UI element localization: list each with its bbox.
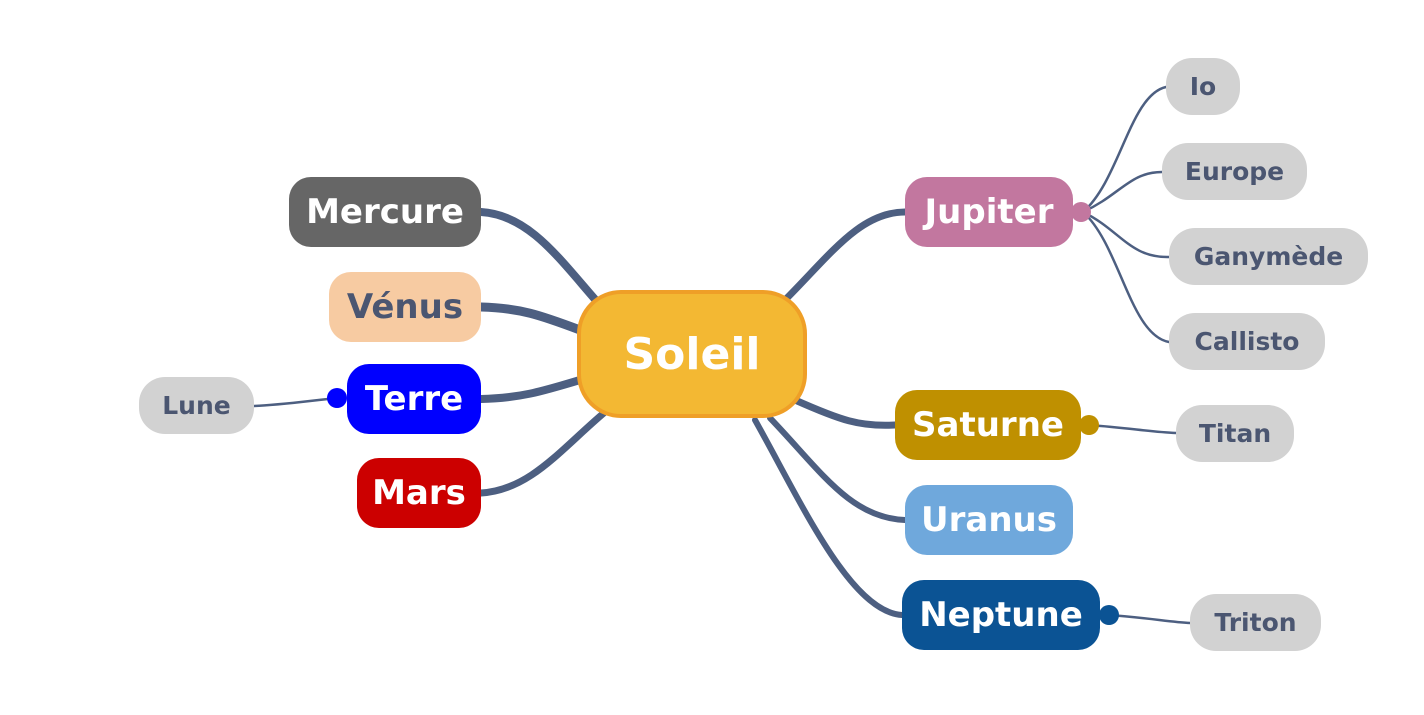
moon-node-lune[interactable]: Lune (139, 377, 254, 434)
connector-terre (477, 376, 584, 403)
planet-node-neptune[interactable]: Neptune (902, 580, 1100, 650)
moon-node-callisto[interactable]: Callisto (1169, 313, 1325, 370)
connector-jupiter (781, 208, 909, 304)
terre-collapse-handle[interactable] (327, 388, 347, 408)
connector-titan (1087, 423, 1178, 435)
moon-node-europe[interactable]: Europe (1162, 143, 1307, 200)
connector-mercure (477, 208, 604, 309)
connector-triton (1107, 613, 1192, 625)
jupiter-collapse-handle[interactable] (1071, 202, 1091, 222)
neptune-collapse-handle[interactable] (1099, 605, 1119, 625)
moon-node-ganymede[interactable]: Ganymède (1169, 228, 1368, 285)
planet-node-saturne[interactable]: Saturne (895, 390, 1081, 460)
connector-io (1081, 85, 1168, 214)
planet-node-jupiter[interactable]: Jupiter (905, 177, 1073, 247)
central-node-sun[interactable]: Soleil (577, 290, 807, 418)
connector-europe (1081, 170, 1164, 214)
moon-node-titan[interactable]: Titan (1176, 405, 1294, 462)
planet-node-terre[interactable]: Terre (347, 364, 481, 434)
connector-callisto (1081, 210, 1171, 344)
connector-ganymede (1081, 210, 1171, 259)
connector-saturne (791, 396, 899, 429)
connector-venus (476, 302, 585, 335)
moon-node-triton[interactable]: Triton (1190, 594, 1321, 651)
planet-node-mars[interactable]: Mars (357, 458, 481, 528)
planet-node-mercure[interactable]: Mercure (289, 177, 481, 247)
connector-lune (252, 396, 339, 408)
moon-node-io[interactable]: Io (1166, 58, 1240, 115)
connector-mars (477, 408, 609, 497)
connector-uranus (767, 415, 908, 523)
saturne-collapse-handle[interactable] (1079, 415, 1099, 435)
connector-neptune (752, 417, 905, 618)
planet-node-venus[interactable]: Vénus (329, 272, 481, 342)
planet-node-uranus[interactable]: Uranus (905, 485, 1073, 555)
